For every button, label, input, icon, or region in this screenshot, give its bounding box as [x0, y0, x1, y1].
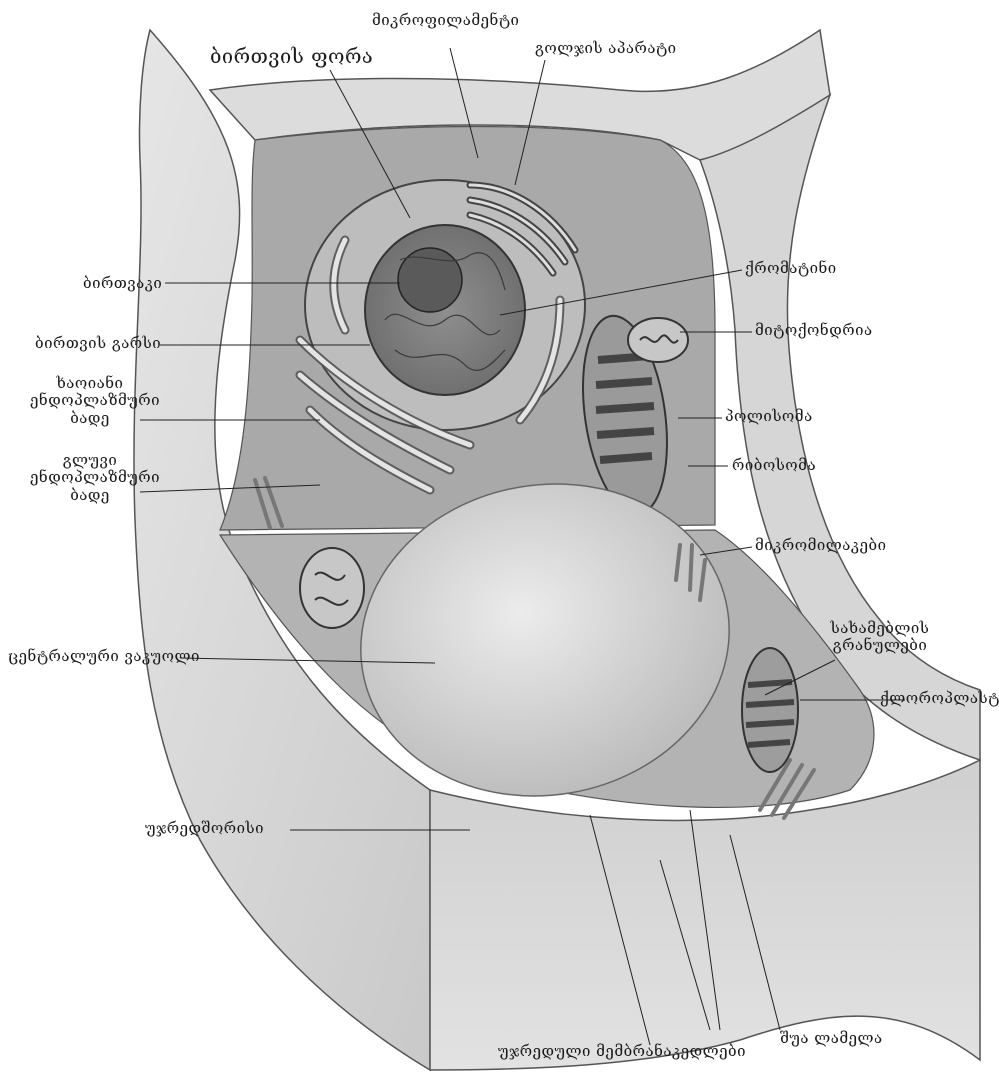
label-smooth-er: გლუვი ენდოპლაზმური ბადე — [30, 452, 150, 504]
label-rough-er: ხაოიანი ენდოპლაზმური ბადე — [30, 375, 150, 427]
label-middle-lamella: შუა ლამელა — [780, 1030, 883, 1047]
label-intercellular-space: უჯრედშორისი — [145, 820, 264, 837]
label-mitochondria: მიტოქონდრია — [755, 322, 873, 339]
label-nuclear-envelope: ბირთვის გარსი — [35, 335, 161, 352]
label-cell-membrane-walls: უჯრედული მემბრანაკედლები — [498, 1043, 746, 1060]
label-golgi: გოლჯის აპარატი — [535, 40, 677, 57]
label-nucleolus: ბირთვაკი — [83, 275, 162, 292]
label-polysome: პოლისომა — [725, 408, 813, 425]
label-chloroplast: ქლოროპლასტი — [880, 690, 999, 707]
label-central-vacuole: ცენტრალური ვაკუოლი — [8, 648, 200, 665]
label-microfilaments: მიკროფილამენტი — [372, 12, 519, 29]
label-chromatin: ქრომატინი — [745, 260, 837, 277]
label-nuclear-pore: ბირთვის ფორა — [210, 45, 373, 68]
mitochondrion-lower — [300, 548, 364, 628]
label-ribosome: რიბოსომა — [732, 457, 816, 474]
chloroplast-small — [742, 648, 798, 772]
label-microtubules: მიკრომილაკები — [755, 537, 886, 554]
label-starch-grains: სახამებლის გრანულები — [820, 620, 940, 655]
nucleus-inner — [365, 225, 525, 395]
